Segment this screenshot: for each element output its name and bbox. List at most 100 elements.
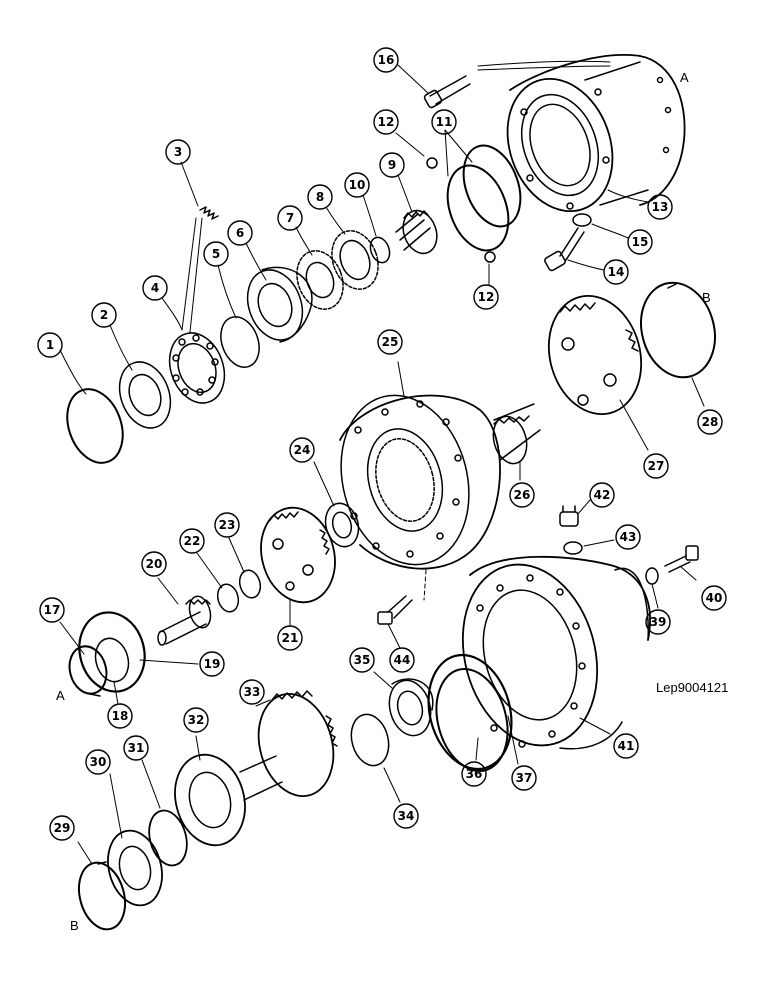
callout-10: 10 [344,172,370,198]
part-13-housing [506,54,686,213]
callout-44: 44 [389,647,415,673]
callout-29: 29 [49,815,75,841]
callout-21: 21 [277,625,303,651]
callout-40: 40 [701,585,727,611]
svg-text:29: 29 [54,821,71,835]
part-12-small-ring-lower [484,251,496,263]
svg-text:28: 28 [702,415,719,429]
svg-text:10: 10 [349,178,366,192]
svg-text:23: 23 [219,518,236,532]
part-39-washer [645,567,659,585]
svg-text:7: 7 [286,211,294,225]
svg-text:41: 41 [618,739,635,753]
svg-text:44: 44 [394,653,411,667]
callout-34: 34 [393,803,419,829]
svg-text:15: 15 [632,235,649,249]
part-20-pinion-shaft [157,595,212,646]
svg-text:3: 3 [174,145,182,159]
part-28-snap-ring [640,281,716,379]
callout-5: 5 [203,241,229,267]
callout-24: 24 [289,437,315,463]
svg-text:21: 21 [282,631,299,645]
svg-text:12: 12 [478,290,495,304]
part-37-o-ring [427,653,513,771]
part-1-snap-ring [66,388,124,464]
part-10-ring [369,236,391,264]
svg-text:14: 14 [608,265,625,279]
svg-text:1: 1 [46,338,54,352]
svg-text:30: 30 [90,755,107,769]
callout-15: 15 [627,229,653,255]
svg-text:35: 35 [354,653,371,667]
callout-7: 7 [277,205,303,231]
callout-12-upper: 12 [373,109,399,135]
callout-2: 2 [91,302,117,328]
view-letter-b-bottom: B [70,918,79,933]
callout-16: 16 [373,47,399,73]
svg-text:2: 2 [100,308,108,322]
callout-31: 31 [123,735,149,761]
svg-text:17: 17 [44,603,61,617]
svg-text:32: 32 [188,713,205,727]
part-40-bolt [664,545,699,573]
svg-text:6: 6 [236,226,244,240]
svg-text:42: 42 [594,488,611,502]
callout-6: 6 [227,220,253,246]
part-30-bearing [107,829,163,907]
part-35-bearing [388,678,434,737]
drawing-code: Lep9004121 [656,680,728,695]
svg-text:33: 33 [244,685,261,699]
svg-text:36: 36 [466,767,483,781]
callout-37: 37 [511,765,537,791]
part-14-bolt [544,227,585,272]
view-letter-b-right: B [702,290,711,305]
svg-text:13: 13 [652,200,669,214]
part-16-bolt [423,60,611,109]
callout-33: 33 [239,679,265,705]
part-12-small-ring-upper [426,157,438,169]
part-15-washer [572,213,592,227]
callout-17: 17 [39,597,65,623]
part-23-bearing [238,569,262,599]
part-18-ring [94,637,130,683]
callout-4: 4 [142,275,168,301]
svg-text:37: 37 [516,771,533,785]
part-41-housing [461,555,651,750]
view-letter-a-left: A [56,688,65,703]
callout-18: 18 [107,703,133,729]
part-21-planet-carrier [260,506,336,604]
part-42-bolt [559,505,579,527]
svg-text:31: 31 [128,741,145,755]
part-33-gear-shaft [239,690,338,801]
part-11-o-rings [446,144,522,252]
callout-23: 23 [214,512,240,538]
callout-12-lower: 12 [473,284,499,310]
svg-text:9: 9 [388,158,396,172]
callout-14: 14 [603,259,629,285]
callout-1: 1 [37,332,63,358]
part-2-bearing [118,361,172,429]
part-9-pinion-gear [395,209,438,255]
callout-25: 25 [377,329,403,355]
svg-text:18: 18 [112,709,129,723]
callout-3: 3 [165,139,191,165]
callout-19: 19 [199,651,225,677]
callout-11: 11 [431,109,457,135]
part-19-thrust-washer [78,611,146,693]
svg-text:27: 27 [648,459,665,473]
part-25-ring-gear-hub [339,394,501,601]
part-8-gear-plate [331,230,379,290]
svg-text:16: 16 [378,53,395,67]
part-22-ring [216,583,240,613]
part-6-bearing [246,266,313,343]
svg-text:8: 8 [316,190,324,204]
part-27-planet-carrier [547,294,643,416]
part-34-ring [350,713,390,767]
callout-36: 36 [461,761,487,787]
callout-22: 22 [179,528,205,554]
svg-text:43: 43 [620,530,637,544]
callout-42: 42 [589,482,615,508]
callouts: 1 2 3 4 5 6 7 8 9 10 11 12 12 13 14 15 1… [37,47,727,841]
